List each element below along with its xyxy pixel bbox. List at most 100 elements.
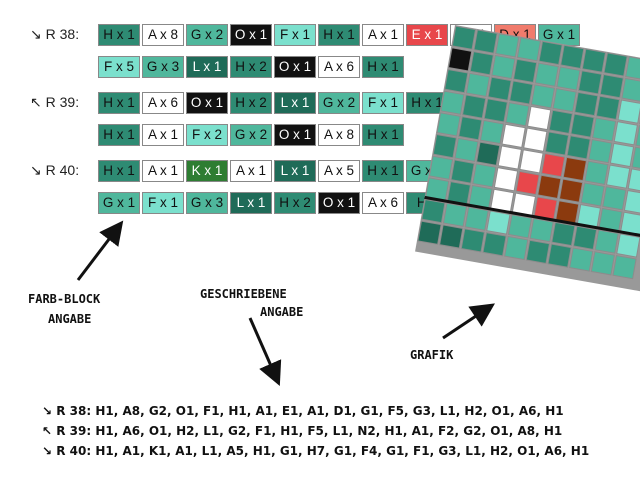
color-block: H x 1 (98, 160, 140, 182)
color-block: A x 6 (142, 92, 184, 114)
grid-cell (569, 247, 594, 272)
grid-cell (442, 202, 468, 228)
arrow-farb-block (76, 220, 124, 281)
color-block: A x 1 (142, 124, 184, 146)
grid-cell (512, 58, 538, 84)
grid-cell (491, 54, 516, 80)
grid-cell (625, 56, 640, 81)
row-label: ↘ R 40: (30, 162, 80, 178)
grid-cell (473, 29, 498, 54)
grid-cell (530, 84, 556, 109)
color-block: H x 1 (318, 24, 360, 46)
farb-block-label: FARB-BLOCK ANGABE (28, 292, 100, 326)
grid-cell (515, 170, 540, 196)
grid-cell (447, 47, 473, 72)
grid-cell (594, 229, 619, 254)
color-block: H x 1 (362, 124, 404, 146)
color-block: A x 6 (362, 192, 404, 214)
grid-cell (439, 224, 464, 249)
color-block: A x 1 (362, 24, 404, 46)
grid-cell (612, 254, 637, 280)
color-block: L x 1 (186, 56, 228, 78)
color-block: G x 3 (142, 56, 184, 78)
grid-cell (482, 232, 507, 257)
grid-cell (548, 109, 573, 135)
grid-cell (605, 164, 631, 189)
grid-cell (444, 68, 469, 94)
grid-cell (603, 52, 628, 77)
grid-cell (635, 124, 640, 150)
grid-cell (540, 153, 566, 178)
grid-cell (627, 168, 640, 193)
grid-cell (551, 221, 576, 247)
grid-cell (581, 48, 607, 73)
grid-cell (590, 251, 616, 276)
grid-cell (552, 88, 577, 113)
grid-cell (584, 160, 609, 185)
grid-cell (529, 218, 554, 243)
color-block: H x 2 (230, 56, 272, 78)
grid-cell (562, 156, 587, 182)
color-block: A x 5 (318, 160, 360, 182)
grid-cell (516, 37, 542, 62)
color-block: A x 6 (318, 56, 360, 78)
color-block: H x 1 (362, 160, 404, 182)
color-block: G x 3 (186, 192, 228, 214)
geschriebene-line1: GESCHRIEBENE (200, 287, 287, 301)
written-row-39: ↖ R 39: H1, A6, O1, H2, L1, G2, F1, H1, … (42, 424, 563, 438)
grid-cell (556, 66, 581, 91)
grid-cell (509, 80, 534, 105)
color-block: F x 1 (274, 24, 316, 46)
grid-cell (501, 123, 526, 149)
row-label: ↖ R 39: (30, 94, 80, 110)
grid-cell (519, 149, 544, 174)
grid-cell (461, 94, 487, 119)
grid-cell (558, 178, 584, 203)
grid-cell (577, 70, 603, 95)
grid-cell (421, 198, 446, 224)
grid-cell (495, 33, 520, 58)
grid-cell (570, 113, 595, 138)
grid-cell (591, 117, 617, 142)
row-label: ↘ R 38: (30, 26, 80, 42)
color-block: H x 1 (362, 56, 404, 78)
grid-cell (595, 95, 621, 120)
grid-cell (487, 76, 512, 101)
grid-cell (475, 141, 501, 166)
color-block: K x 1 (186, 160, 228, 182)
geschriebene-label: GESCHRIEBENE ANGABE (200, 287, 303, 319)
grid-cell (617, 99, 640, 124)
color-block: L x 1 (274, 160, 316, 182)
farb-block-line1: FARB-BLOCK (28, 292, 101, 306)
grid-cell (526, 105, 552, 131)
grid-cell (538, 40, 563, 66)
grid-cell (588, 138, 613, 164)
color-block: O x 1 (230, 24, 272, 46)
grid-cell (454, 137, 479, 163)
color-block: A x 1 (230, 160, 272, 182)
color-block: G x 2 (186, 24, 228, 46)
color-block: H x 2 (274, 192, 316, 214)
grid-cell (631, 146, 640, 171)
grid-cell (428, 155, 454, 180)
grid-cell (451, 25, 477, 50)
color-block: A x 8 (318, 124, 360, 146)
color-block: L x 1 (274, 92, 316, 114)
grid-cell (537, 174, 562, 200)
grid-cell (497, 145, 522, 170)
color-block: H x 2 (230, 92, 272, 114)
color-block: O x 1 (274, 56, 316, 78)
grid-cell (483, 98, 508, 123)
grid-cell (460, 228, 486, 253)
color-block: O x 1 (318, 192, 360, 214)
color-block: O x 1 (186, 92, 228, 114)
grid-cell (472, 163, 497, 188)
grid-cell (479, 119, 505, 145)
block-strip: G x 1F x 1G x 3L x 1H x 2O x 1A x 6H x (98, 192, 450, 214)
grid-cell (458, 116, 483, 141)
arrow-geschriebene (248, 317, 282, 386)
grid-cell (486, 210, 511, 235)
color-block: H x 1 (406, 92, 448, 114)
